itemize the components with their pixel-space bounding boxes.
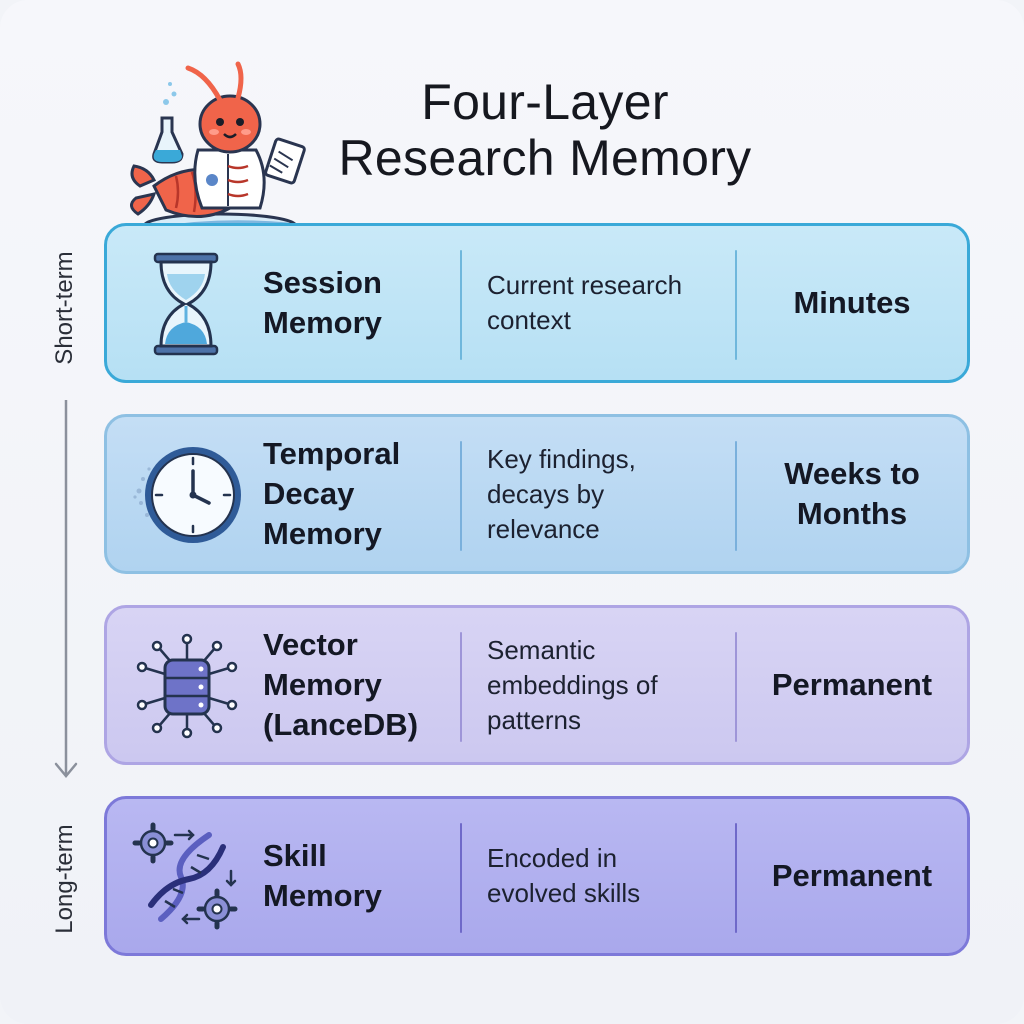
axis-label-long-term: Long-term [51,824,78,934]
layer-description-temporal-decay: Key findings, decays by relevance [487,417,727,571]
layer-duration-session: Minutes [739,226,965,380]
layer-name-temporal-decay: Temporal Decay Memory [263,417,453,571]
layer-name-line: Session [263,265,382,300]
shrimp-scientist-mascot [130,61,306,240]
layer-name-line: Memory [263,667,382,702]
layer-card-skill: Skill Memory Encoded in evolved skills P… [104,796,970,956]
column-divider [460,823,462,933]
layer-card-temporal-decay: Temporal Decay Memory Key findings, deca… [104,414,970,574]
layer-name-line: Decay [263,476,355,511]
layer-duration-vector: Permanent [739,608,965,762]
title-line-1: Four-Layer [421,74,669,130]
duration-line: Permanent [771,667,933,702]
column-divider [735,441,737,551]
duration-line: Months [796,496,908,531]
layer-name-line: Memory [263,516,382,551]
layer-duration-skill: Permanent [739,799,965,953]
description-line: Semantic [487,634,596,665]
title-line-2: Research Memory [338,130,752,186]
layer-name-line: Skill [263,838,327,873]
layer-description-session: Current research context [487,226,727,380]
dna-gears-icon [132,822,238,930]
timescale-arrow-icon [54,400,78,778]
description-line: context [487,305,571,335]
duration-line: Minutes [793,285,911,320]
column-divider [735,250,737,360]
page-title: Four-Layer Research Memory [300,74,790,186]
database-network-icon [136,633,238,739]
description-line: embeddings of [487,669,658,700]
layer-name-line: (LanceDB) [263,707,419,742]
column-divider [460,250,462,360]
layer-card-vector: Vector Memory (LanceDB) Semantic embeddi… [104,605,970,765]
description-line: evolved skills [487,878,641,908]
description-line: Current research [487,270,683,300]
column-divider [735,632,737,742]
layer-name-line: Memory [263,878,382,913]
layer-description-skill: Encoded in evolved skills [487,799,727,953]
clock-icon [133,447,241,543]
layer-duration-temporal-decay: Weeks to Months [739,417,965,571]
layer-name-session: Session Memory [263,226,453,380]
layer-name-line: Memory [263,305,382,340]
description-line: patterns [487,704,581,735]
layer-description-vector: Semantic embeddings of patterns [487,608,727,762]
layer-name-vector: Vector Memory (LanceDB) [263,608,453,762]
layer-name-line: Temporal [263,436,401,471]
duration-line: Weeks to [784,456,920,491]
layer-name-line: Vector [263,627,358,662]
duration-line: Permanent [771,858,933,893]
description-line: decays by [487,478,605,509]
column-divider [735,823,737,933]
description-line: relevance [487,513,600,544]
layer-card-session: Session Memory Current research context … [104,223,970,383]
hourglass-icon [153,252,219,356]
description-line: Key findings, [487,443,636,474]
column-divider [460,441,462,551]
layer-name-skill: Skill Memory [263,799,453,953]
description-line: Encoded in [487,843,618,873]
column-divider [460,632,462,742]
axis-label-short-term: Short-term [51,251,78,365]
